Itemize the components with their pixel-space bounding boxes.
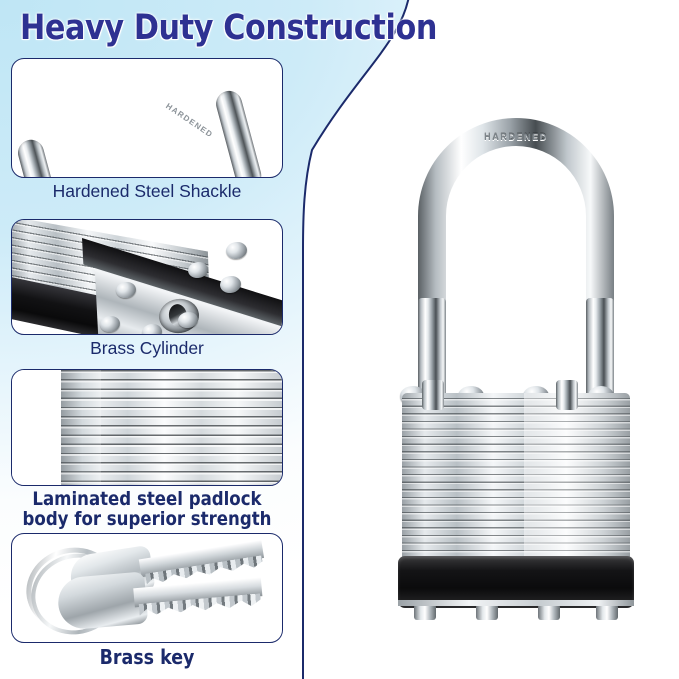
feature-body-caption: Laminated steel padlock body for superio… [15, 488, 279, 530]
feature-cylinder-image [11, 219, 283, 335]
feature-key-image [11, 533, 283, 643]
page-title: Heavy Duty Construction [20, 8, 437, 48]
padlock-rivet-bottom [414, 604, 436, 620]
feature-cylinder: Brass Cylinder [11, 219, 283, 357]
feature-body: Laminated steel padlock body for superio… [11, 369, 283, 530]
feature-body-caption-line1: Laminated steel padlock [32, 488, 262, 510]
padlock-body [402, 393, 630, 563]
laminated-steel-body-photo [12, 370, 282, 485]
padlock-rivet-bottom [596, 604, 618, 620]
feature-key: Brass key [11, 533, 283, 668]
feature-shackle-image: HARDENED [11, 58, 283, 178]
padlock-shackle [418, 118, 614, 314]
padlock-shackle-engraving: HARDENED [484, 132, 548, 142]
padlock-rivet-bottom [476, 604, 498, 620]
brass-cylinder-photo [12, 220, 282, 334]
feature-cylinder-caption: Brass Cylinder [90, 338, 204, 358]
feature-shackle: HARDENED Hardened Steel Shackle [11, 58, 283, 200]
feature-shackle-caption: Hardened Steel Shackle [52, 181, 242, 201]
padlock-bumper [398, 556, 634, 608]
feature-body-caption-line2: body for superior strength [22, 507, 272, 530]
feature-body-image [11, 369, 283, 486]
padlock-rivet-bottom [538, 604, 560, 620]
feature-key-caption: Brass key [99, 645, 195, 669]
brass-key-photo [12, 534, 282, 642]
laminated-padlock-photo: HARDENED [396, 118, 636, 628]
hardened-steel-shackle-photo [12, 59, 282, 177]
